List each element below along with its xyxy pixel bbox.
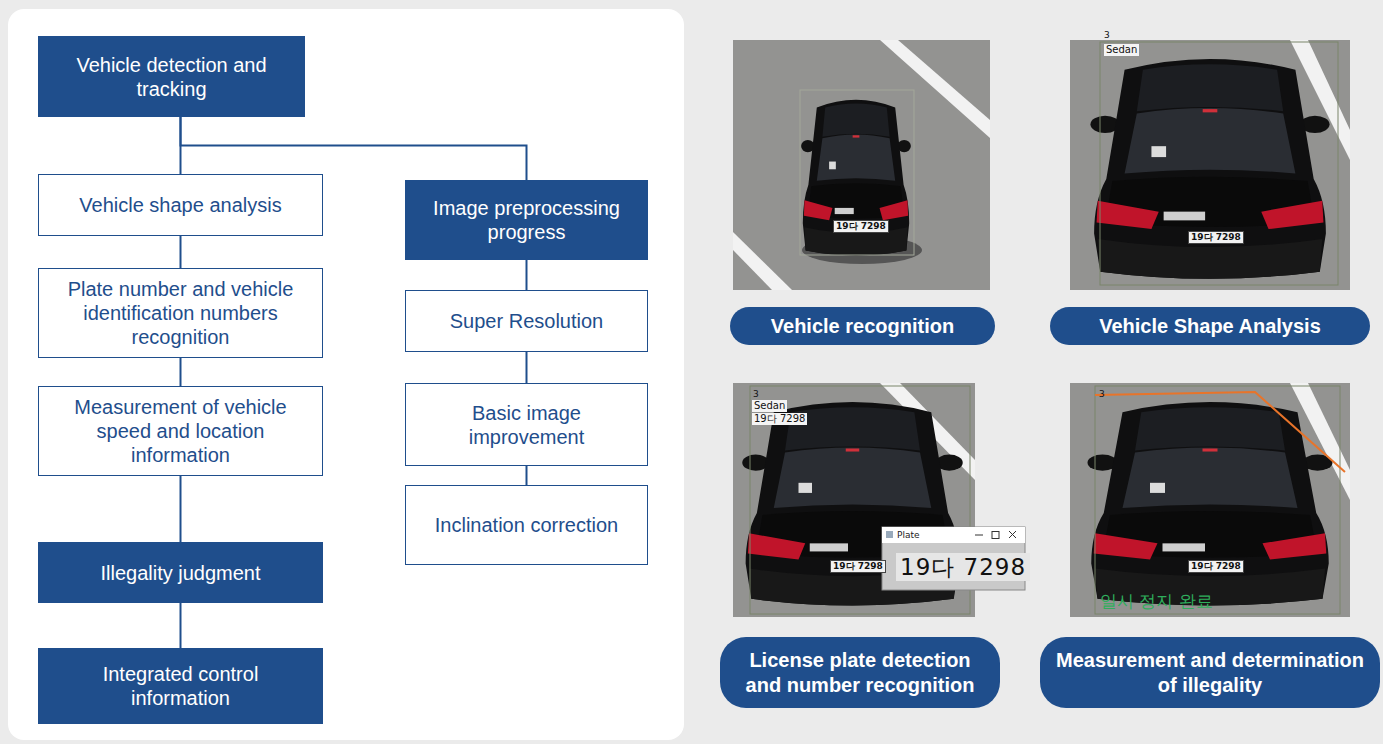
connector-line <box>180 358 182 386</box>
process-box: Integrated control information <box>38 648 323 724</box>
process-box: Illegality judgment <box>38 542 323 603</box>
track-id: 3 <box>1099 389 1105 399</box>
class-tag: Sedan <box>752 400 787 412</box>
connector-line <box>526 466 528 485</box>
connector-line <box>526 352 528 383</box>
caption-pill: Vehicle recognition <box>730 307 995 345</box>
class-tag: Sedan <box>1104 44 1139 56</box>
process-box: Plate number and vehicle identification … <box>38 268 323 358</box>
connector-line <box>526 260 528 290</box>
process-box: Vehicle shape analysis <box>38 174 323 236</box>
node-text: Measurement and determination of illegal… <box>1056 648 1364 697</box>
node-text: Vehicle detection and tracking <box>52 53 291 101</box>
process-box: Inclination correction <box>405 485 648 565</box>
node-text: Super Resolution <box>450 309 603 333</box>
node-text: Illegality judgment <box>100 561 260 585</box>
process-box: Image preprocessing progress <box>405 180 648 260</box>
node-text: Basic image improvement <box>420 401 633 449</box>
track-id: 3 <box>753 389 759 399</box>
node-text: Image preprocessing progress <box>419 196 634 244</box>
status-text: 일시 정지 완료 <box>1100 590 1213 612</box>
node-text: Measurement of vehicle speed and locatio… <box>53 395 308 467</box>
node-text: Vehicle Shape Analysis <box>1099 314 1321 338</box>
node-text: Vehicle recognition <box>771 314 954 338</box>
node-text: License plate detection and number recog… <box>736 648 984 697</box>
license-plate: 19다 7298 <box>830 560 886 573</box>
process-box: Vehicle detection and tracking <box>38 36 305 117</box>
process-box: Super Resolution <box>405 290 648 352</box>
window-title: Plate <box>897 529 920 541</box>
connector-line <box>180 603 182 648</box>
plate-tag: 19다 7298 <box>752 413 807 425</box>
process-box: Measurement of vehicle speed and locatio… <box>38 386 323 476</box>
node-text: Vehicle shape analysis <box>79 193 281 217</box>
license-plate: 19다 7298 <box>1188 560 1244 573</box>
plate-zoom: 19다 7298 <box>896 553 1030 581</box>
caption-pill: Measurement and determination of illegal… <box>1040 637 1380 708</box>
track-id: 3 <box>1104 30 1110 40</box>
caption-pill: License plate detection and number recog… <box>720 637 1000 708</box>
node-text: Integrated control information <box>52 662 309 710</box>
process-box: Basic image improvement <box>405 383 648 466</box>
caption-pill: Vehicle Shape Analysis <box>1050 307 1370 345</box>
connector-line <box>180 236 182 268</box>
node-text: Inclination correction <box>435 513 618 537</box>
connector-line <box>180 476 182 542</box>
license-plate: 19다 7298 <box>833 220 889 233</box>
node-text: Plate number and vehicle identification … <box>53 277 308 349</box>
connector-line <box>181 117 527 180</box>
license-plate: 19다 7298 <box>1188 231 1244 244</box>
